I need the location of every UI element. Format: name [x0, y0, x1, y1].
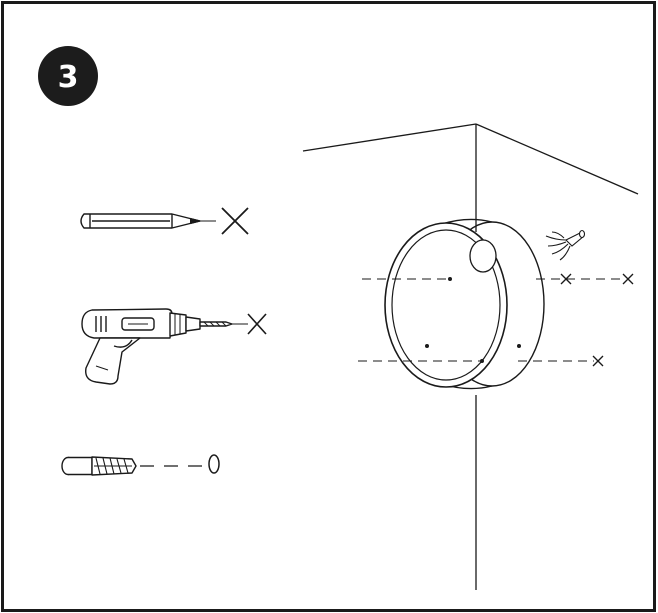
drill-guide-lines	[358, 278, 626, 362]
step-badge: 3	[38, 46, 98, 106]
drill-mark-icon	[232, 313, 267, 335]
mark-icon	[221, 207, 249, 235]
cable-wires-icon	[545, 229, 586, 261]
step-badge-circle	[38, 46, 98, 106]
hole-icon	[140, 454, 220, 474]
wall-mark-icon	[560, 273, 634, 367]
pencil-icon	[80, 213, 216, 229]
step-number: 3	[58, 60, 79, 95]
power-drill-icon	[81, 308, 233, 385]
wall-corner-icon	[302, 123, 639, 590]
wall-plug-anchor-icon	[61, 456, 137, 476]
mounting-ring-icon	[384, 218, 545, 390]
